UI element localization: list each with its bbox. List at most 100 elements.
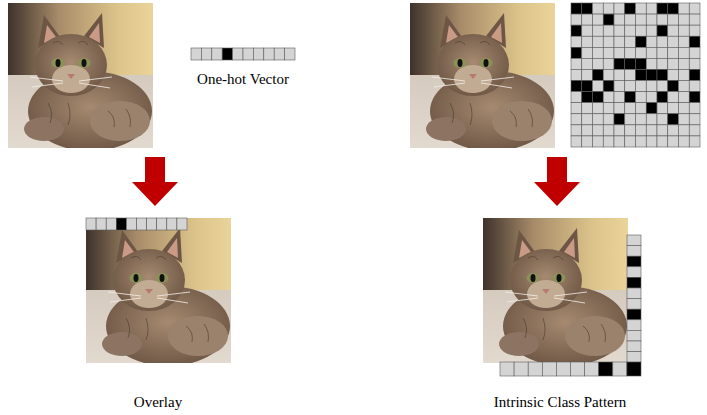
pattern-cell [625,136,636,147]
pattern-cell [627,341,641,352]
pattern-cell [668,81,679,92]
pattern-cell [679,136,690,147]
pattern-cell [668,47,679,58]
pattern-cell [636,14,647,25]
red-arrows [132,157,580,206]
pattern-cell [668,3,679,14]
pattern-cell [668,58,679,69]
pattern-cell [593,92,604,103]
pattern-cell [689,103,700,114]
pattern-cell [614,25,625,36]
pattern-cell [603,92,614,103]
pattern-cell [614,14,625,25]
pattern-cell [657,36,668,47]
pattern-cell [571,136,582,147]
pattern-cell [625,125,636,136]
pattern-cell [625,36,636,47]
pattern-cell [582,25,593,36]
pattern-cell [625,92,636,103]
pattern-cell [212,48,222,60]
pattern-cell [627,299,641,310]
pattern-cell [614,47,625,58]
pattern-cell [646,136,657,147]
pattern-cell [571,25,582,36]
pattern-cell [646,58,657,69]
pattern-cell [625,25,636,36]
pattern-cell [627,235,641,246]
pattern-cell [571,92,582,103]
pattern-cell [679,36,690,47]
pattern-cell [625,103,636,114]
pattern-cell [646,125,657,136]
pattern-cell [603,14,614,25]
pattern-cell [646,92,657,103]
pattern-cell [571,47,582,58]
pattern-cell [571,114,582,125]
pattern-cell [603,3,614,14]
pattern-cell [593,114,604,125]
panel-caption: Intrinsic Class Pattern [494,393,626,411]
pattern-cell [646,25,657,36]
pattern-cell [614,58,625,69]
pattern-cell [582,103,593,114]
pattern-cell [582,136,593,147]
pattern-cell [627,309,641,320]
pattern-cell [582,92,593,103]
pattern-cell [625,47,636,58]
pattern-cell [582,114,593,125]
pattern-cell [657,125,668,136]
pattern-cell [636,25,647,36]
pattern-cell [613,362,627,376]
pattern-cell [646,47,657,58]
pattern-cell [668,14,679,25]
pattern-cell [689,69,700,80]
pattern-cell [614,69,625,80]
pattern-cell [636,125,647,136]
pattern-cell [582,81,593,92]
pattern-cell [86,218,96,230]
pattern-cell [614,92,625,103]
pattern-cell [582,3,593,14]
pattern-cell [689,36,700,47]
pattern-cell [657,58,668,69]
pattern-cell [668,114,679,125]
pattern-cell [646,81,657,92]
pattern-cell [657,25,668,36]
pattern-cell [603,25,614,36]
pattern-cell [689,3,700,14]
pattern-cell [646,3,657,14]
pattern-cell [689,25,700,36]
pattern-cell [585,362,599,376]
pattern-cell [593,36,604,47]
pattern-cell [627,288,641,299]
pattern-cell [636,136,647,147]
pattern-cell [679,14,690,25]
pattern-cell [603,36,614,47]
pattern-cell [614,114,625,125]
down-arrow [534,157,580,206]
pattern-cell [593,103,604,114]
pattern-cell [679,69,690,80]
pattern-cell [627,320,641,331]
pattern-cell [657,69,668,80]
pattern-cell [636,114,647,125]
pattern-cell [126,218,136,230]
pattern-cell [593,25,604,36]
pattern-cell [636,3,647,14]
pattern-cell [627,330,641,341]
pattern-cell [614,125,625,136]
pattern-cell [657,47,668,58]
pattern-cell [668,103,679,114]
pattern-cell [668,36,679,47]
pattern-cell [177,218,187,230]
pattern-cell [625,114,636,125]
pattern-cell [528,362,542,376]
pattern-cell [614,3,625,14]
pattern-cell [603,69,614,80]
pattern-cell [582,58,593,69]
pattern-cell [689,125,700,136]
pattern-cell [593,3,604,14]
pattern-cell [116,218,126,230]
